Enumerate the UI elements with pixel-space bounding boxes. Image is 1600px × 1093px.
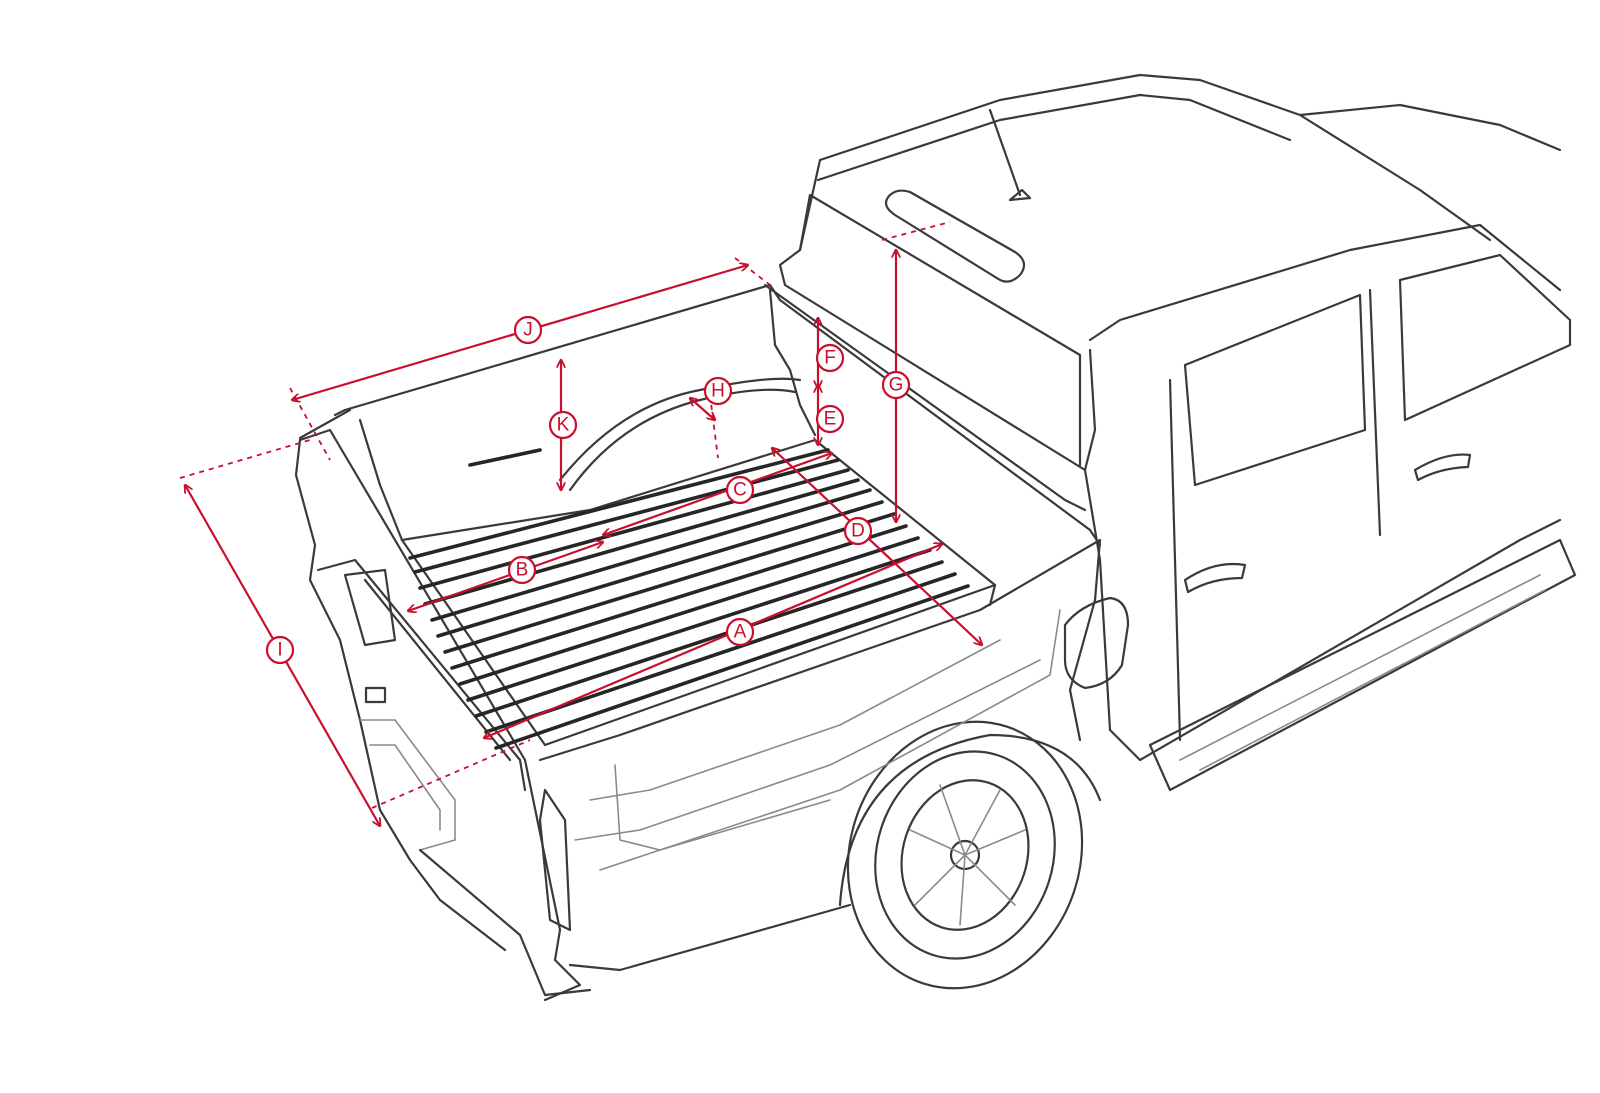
cab-roof [798, 73, 1492, 252]
extension-line [734, 257, 771, 286]
bed-rail-right-inner [763, 283, 1087, 512]
bed-rail-right [778, 298, 1102, 547]
rear-door-window [1183, 293, 1367, 487]
side-step-tread [1179, 574, 1546, 771]
dimension-label-h: H [703, 376, 733, 406]
b-pillar [1368, 288, 1382, 537]
dimension-letter: K [557, 415, 570, 436]
dimension-arrow-a [484, 544, 942, 738]
dimension-arrow-c [603, 453, 832, 535]
dimension-label-a: A [725, 617, 755, 647]
dimension-arrow-d [772, 448, 982, 645]
bed-side-body-lines [574, 639, 1041, 871]
rear-wheel [838, 720, 1102, 990]
dimension-letter: A [734, 622, 747, 643]
door-handle-front [1413, 453, 1472, 482]
door-handle-rear [1183, 562, 1247, 594]
cab-roof-inner [816, 93, 1292, 182]
dimension-label-i: I [265, 635, 295, 665]
bed-front-wall-top2 [298, 408, 352, 440]
dimension-letter: C [733, 480, 747, 501]
tail-light [538, 788, 572, 932]
dimension-letter: E [824, 409, 837, 430]
dimension-label-j: J [513, 315, 543, 345]
extension-line [371, 739, 531, 809]
dimension-label-b: B [507, 555, 537, 585]
rear-bumper [418, 848, 592, 997]
hood [1298, 103, 1562, 152]
dimension-letter: G [889, 375, 904, 396]
rear-wheel-arch [838, 733, 1102, 907]
dimension-letter: I [277, 640, 282, 661]
dimension-label-g: G [881, 370, 911, 400]
bed-side-lower [568, 903, 852, 972]
dimension-arrow-b [408, 542, 603, 611]
bed-front-wall-right [768, 288, 817, 437]
front-door-window [1398, 253, 1572, 422]
wheel-well-hump2 [568, 388, 797, 492]
roof-spoiler [884, 189, 1026, 283]
dimension-letter: B [516, 560, 529, 581]
cab-rear-window [798, 193, 1082, 467]
dimension-label-e: E [815, 404, 845, 434]
side-step [1148, 538, 1577, 792]
dimension-annotations: A B C D E F G H [179, 221, 982, 826]
tailgate-recess [359, 719, 456, 851]
dimension-label-f: F [815, 343, 845, 373]
extension-line [179, 439, 311, 479]
cab-rear-wall [778, 248, 1097, 472]
tie-down-bar [468, 448, 542, 467]
tailgate-outer [298, 428, 582, 1002]
dimension-label-d: D [843, 516, 873, 546]
antenna [988, 108, 1022, 197]
tailgate-left [294, 438, 507, 952]
dimension-letter: J [523, 320, 533, 341]
extension-line [881, 221, 951, 241]
antenna-base [1008, 188, 1032, 202]
cab-side-top [1088, 223, 1562, 342]
dimension-label-c: C [725, 475, 755, 505]
dimension-letter: H [711, 381, 725, 402]
bed-front-wall-left [358, 418, 404, 542]
tailgate-latch [364, 686, 387, 704]
rear-door-edge [1168, 378, 1182, 742]
dimension-letter: D [851, 521, 865, 542]
cab-body-side [1083, 468, 1562, 762]
dimension-label-k: K [548, 410, 578, 440]
bed-floor-front-edge [543, 583, 997, 747]
dimension-letter: F [824, 348, 836, 369]
bed-side-panel [614, 609, 1061, 851]
